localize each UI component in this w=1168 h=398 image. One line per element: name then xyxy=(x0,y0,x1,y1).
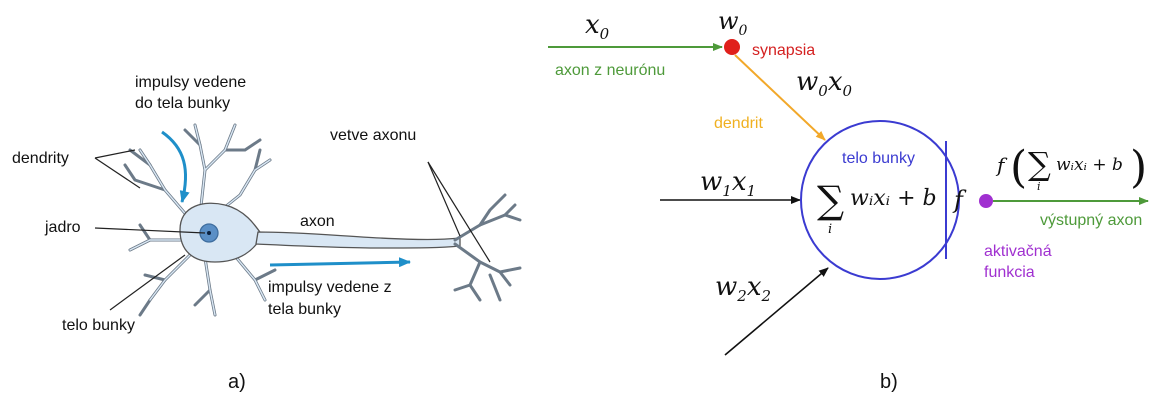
label-synapse: synapsia xyxy=(752,42,815,59)
math-w2x2: w2x2 xyxy=(715,272,771,305)
out-sum-index: i xyxy=(1037,180,1041,193)
math-w0: w0 xyxy=(718,7,748,39)
cell-body-circle xyxy=(800,120,960,280)
input-w2x2-line xyxy=(724,267,829,356)
label-axon-from-neuron: axon z neurónu xyxy=(555,62,665,79)
label-output-axon: výstupný axon xyxy=(1040,212,1142,229)
impulse-in-arrow xyxy=(161,130,190,203)
panel-a: impulsy vedene do tela bunky dendrity ja… xyxy=(12,74,522,393)
label-impulses-out-line2: tela bunky xyxy=(268,301,341,318)
label-dendrites: dendrity xyxy=(12,150,69,167)
label-axon: axon xyxy=(300,213,335,230)
impulse-out-arrow xyxy=(269,257,411,268)
sum-index: i xyxy=(828,222,832,237)
label-dendrite: dendrit xyxy=(714,115,763,132)
math-x0: x0 xyxy=(585,10,610,43)
label-activation-line2: funkcia xyxy=(984,264,1035,281)
label-cell-body: telo bunky xyxy=(62,317,135,334)
label-axon-branches: vetve axonu xyxy=(330,127,416,144)
out-f: f xyxy=(995,153,1008,177)
panel-b: x0 w0 w0x0 w1x1 w2x2 ∑ i wᵢxᵢ + b f f ( … xyxy=(548,7,1149,393)
label-nucleus: jadro xyxy=(44,219,81,236)
label-impulses-in-line1: impulsy vedene xyxy=(135,74,246,91)
label-cell-body-b: telo bunky xyxy=(842,150,915,167)
label-impulses-out-line1: impulsy vedene z xyxy=(268,279,392,296)
sum-symbol: ∑ xyxy=(817,178,844,222)
caption-b: b) xyxy=(880,371,898,393)
activation-f: f xyxy=(952,186,967,214)
math-w1x1: w1x1 xyxy=(700,167,756,200)
output-formula: f ( ∑ i wᵢxᵢ + b ) xyxy=(995,142,1147,193)
label-activation-line1: aktivačná xyxy=(984,243,1052,260)
label-impulses-in-line2: do tela bunky xyxy=(135,95,230,112)
nucleolus xyxy=(207,231,211,235)
out-close-paren: ) xyxy=(1130,142,1147,193)
out-open-paren: ( xyxy=(1010,142,1027,193)
activation-dot xyxy=(979,194,993,208)
axon-shape xyxy=(255,231,461,249)
leader-lines xyxy=(94,149,491,311)
sum-body: wᵢxᵢ + b xyxy=(850,186,937,211)
out-sum-body: wᵢxᵢ + b xyxy=(1056,155,1123,175)
math-w0x0: w0x0 xyxy=(796,67,852,100)
axon-terminals xyxy=(453,193,522,302)
dendrite-line xyxy=(734,54,826,141)
synapse-dot xyxy=(724,39,740,55)
caption-a: a) xyxy=(228,371,246,393)
dendrite-branches-inner xyxy=(129,124,271,316)
out-sum-symbol: ∑ xyxy=(1028,145,1051,183)
